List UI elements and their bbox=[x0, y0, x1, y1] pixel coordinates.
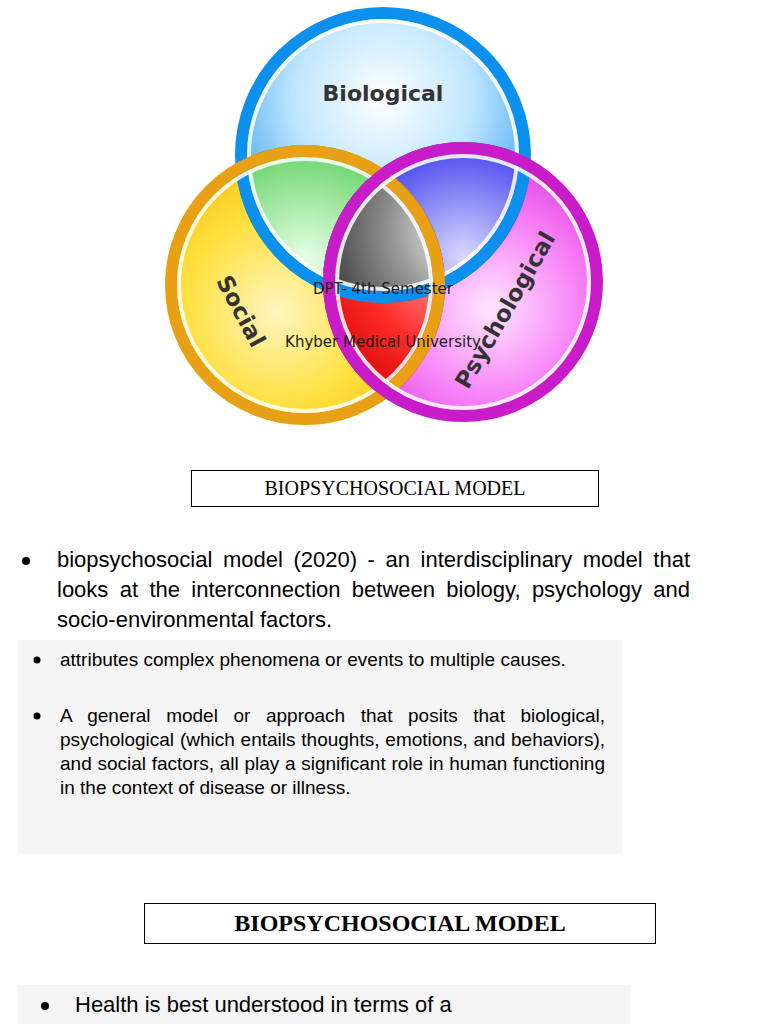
title-box: BIOPSYCHOSOCIAL MODEL bbox=[144, 903, 656, 944]
section-heading: BIOPSYCHOSOCIAL MODEL bbox=[265, 477, 526, 500]
circle-label: Social bbox=[211, 271, 270, 351]
bullet-text: biopsychosocial model (2020) - an interd… bbox=[57, 545, 690, 635]
bullet-text: Health is best understood in terms of a bbox=[75, 990, 645, 1020]
title-box: BIOPSYCHOSOCIAL MODEL bbox=[191, 470, 599, 507]
bullet-text: A general model or approach that posits … bbox=[60, 704, 605, 800]
text-panel bbox=[18, 640, 622, 854]
circle-label: Biological bbox=[323, 81, 444, 106]
circle-label: Psychological bbox=[450, 227, 561, 392]
footer-label: DPT- 4th Semester bbox=[283, 280, 483, 299]
bullet-dot bbox=[34, 657, 41, 664]
bullet-dot bbox=[41, 1002, 49, 1010]
section-heading: BIOPSYCHOSOCIAL MODEL bbox=[234, 910, 565, 937]
bullet-dot bbox=[22, 557, 30, 565]
bullet-dot bbox=[34, 713, 41, 720]
bullet-text: attributes complex phenomena or events t… bbox=[60, 648, 605, 672]
footer-label: Khyber Medical University bbox=[223, 333, 543, 352]
